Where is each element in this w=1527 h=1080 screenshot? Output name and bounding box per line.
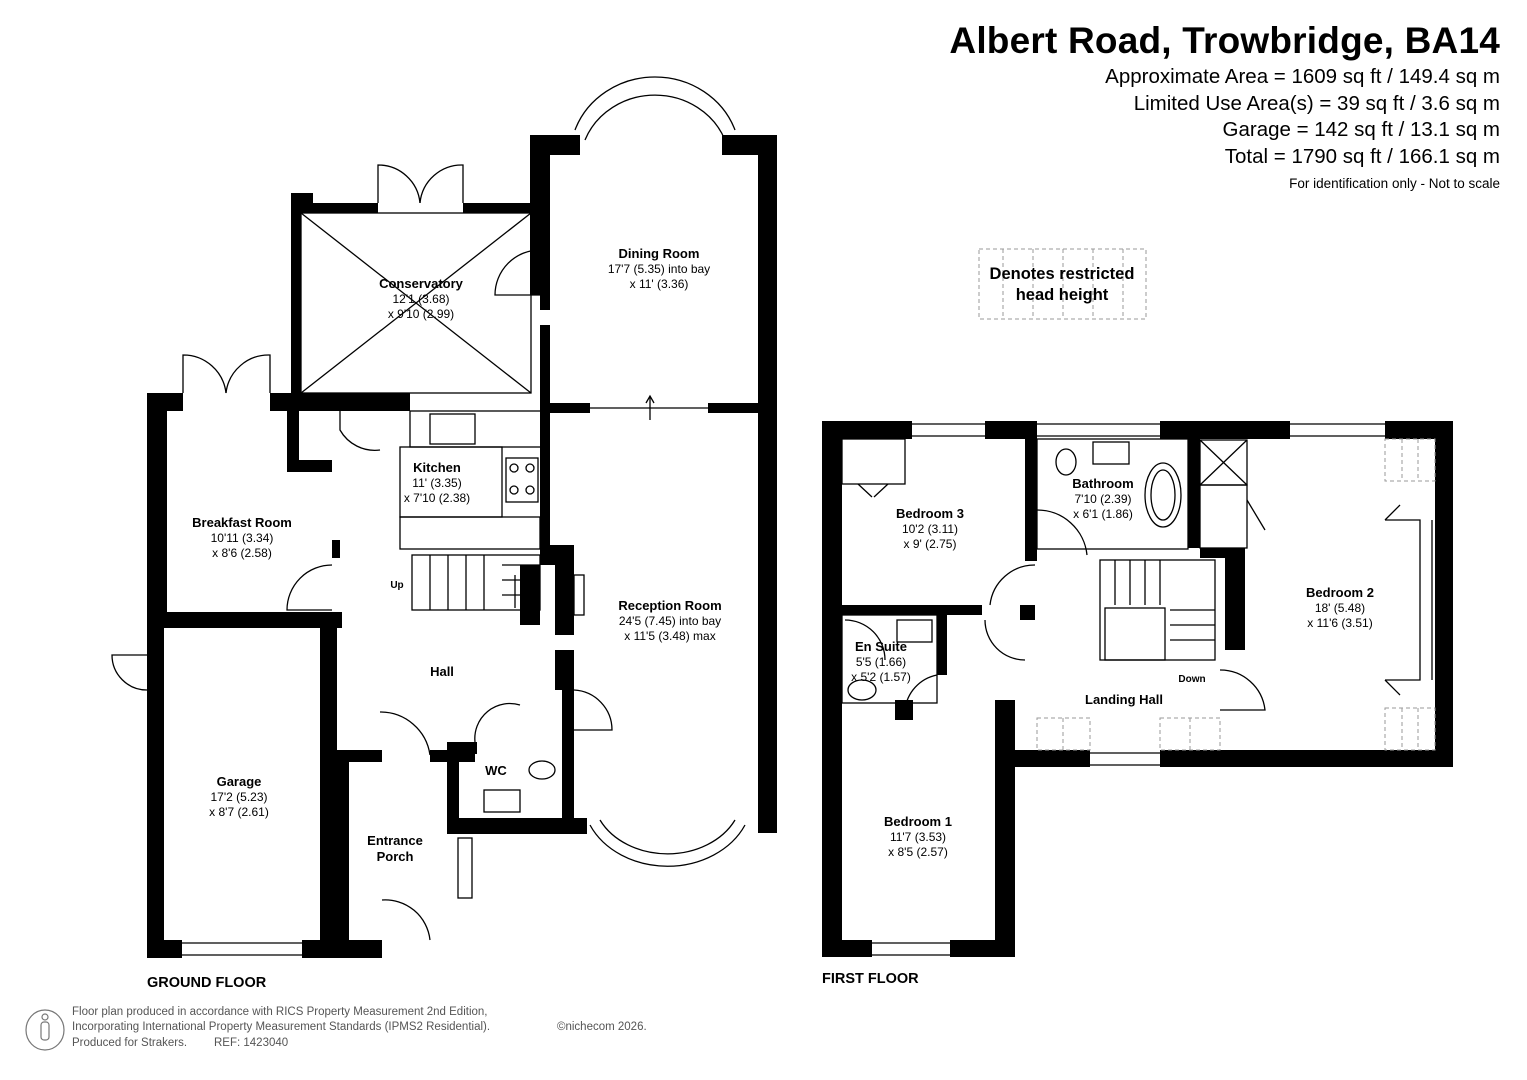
floor-label-ground: GROUND FLOOR	[147, 975, 267, 991]
room-dim-bedroom2-1: 18' (5.48)	[1315, 601, 1365, 615]
room-dim-breakfast-2: x 8'6 (2.58)	[212, 546, 272, 560]
stairs-up-label: Up	[390, 580, 403, 591]
room-name-kitchen: Kitchen	[413, 460, 461, 475]
room-dim-conservatory-1: 12'1 (3.68)	[393, 292, 450, 306]
room-dim-ensuite-2: x 5'2 (1.57)	[851, 670, 911, 684]
room-dim-bedroom3-2: x 9' (2.75)	[904, 537, 957, 551]
room-name-breakfast: Breakfast Room	[192, 515, 292, 530]
room-dim-bathroom-2: x 6'1 (1.86)	[1073, 507, 1133, 521]
ground-floor-plan	[147, 135, 777, 958]
first-room-labels: Bedroom 3 10'2 (3.11) x 9' (2.75) Bathro…	[851, 476, 1374, 859]
room-name-bedroom1: Bedroom 1	[884, 814, 952, 829]
footer-line1: Floor plan produced in accordance with R…	[72, 1006, 488, 1018]
restricted-head-height-areas	[1036, 438, 1436, 751]
room-dim-reception-2: x 11'5 (3.48) max	[624, 629, 715, 643]
footer-copyright: ©nichecom 2026.	[557, 1021, 647, 1033]
room-name-landing: Landing Hall	[1085, 692, 1163, 707]
room-name-hall: Hall	[430, 664, 454, 679]
room-name-dining: Dining Room	[619, 246, 700, 261]
ground-floor-lines	[111, 76, 746, 956]
room-dim-bedroom1-1: 11'7 (3.53)	[890, 830, 946, 844]
room-dim-conservatory-2: x 9'10 (2.99)	[388, 307, 454, 321]
room-dim-ensuite-1: 5'5 (1.66)	[856, 655, 906, 669]
room-dim-bathroom-1: 7'10 (2.39)	[1075, 492, 1132, 506]
person-icon	[25, 1009, 65, 1051]
room-name-conservatory: Conservatory	[379, 276, 464, 291]
footer-ref: REF: 1423040	[214, 1037, 289, 1049]
legend-text-line1: Denotes restricted	[990, 265, 1135, 283]
legend-text-line2: head height	[1016, 286, 1109, 304]
room-name-bedroom3: Bedroom 3	[896, 506, 964, 521]
area-line-garage: Garage = 142 sq ft / 13.1 sq m	[1222, 118, 1500, 141]
scale-note: For identification only - Not to scale	[1289, 176, 1500, 191]
room-name-wc: WC	[485, 763, 507, 778]
room-dim-dining-1: 17'7 (5.35) into bay	[608, 262, 710, 276]
room-dim-kitchen-2: x 7'10 (2.38)	[404, 491, 470, 505]
legend-box	[978, 248, 1147, 320]
room-name-porch-2: Porch	[377, 849, 414, 864]
room-dim-kitchen-1: 11' (3.35)	[412, 476, 461, 490]
area-line-approximate: Approximate Area = 1609 sq ft / 149.4 sq…	[1105, 65, 1500, 88]
area-line-limited-use: Limited Use Area(s) = 39 sq ft / 3.6 sq …	[1133, 92, 1500, 115]
room-dim-bedroom2-2: x 11'6 (3.51)	[1307, 616, 1372, 630]
room-dim-garage-2: x 8'7 (2.61)	[209, 805, 269, 819]
room-name-porch-1: Entrance	[367, 833, 423, 848]
room-dim-breakfast-1: 10'11 (3.34)	[211, 531, 274, 545]
area-line-total: Total = 1790 sq ft / 166.1 sq m	[1224, 145, 1500, 168]
room-dim-bedroom1-2: x 8'5 (2.57)	[888, 845, 948, 859]
footer-line2: Incorporating International Property Mea…	[72, 1021, 491, 1033]
room-dim-garage-1: 17'2 (5.23)	[211, 790, 268, 804]
room-name-bedroom2: Bedroom 2	[1306, 585, 1374, 600]
room-dim-bedroom3-1: 10'2 (3.11)	[902, 522, 958, 536]
ground-room-labels: Dining Room 17'7 (5.35) into bay x 11' (…	[192, 246, 722, 864]
room-name-ensuite: En Suite	[855, 639, 907, 654]
first-floor-lines	[841, 423, 1433, 956]
floor-label-first: FIRST FLOOR	[822, 971, 919, 987]
room-name-bathroom: Bathroom	[1072, 476, 1133, 491]
room-dim-dining-2: x 11' (3.36)	[630, 277, 689, 291]
room-name-reception: Reception Room	[618, 598, 721, 613]
stairs-down-label: Down	[1178, 674, 1205, 685]
page-title: Albert Road, Trowbridge, BA14	[949, 20, 1500, 61]
footer-produced: Produced for Strakers.	[72, 1037, 188, 1049]
first-floor-plan	[822, 421, 1453, 957]
room-name-garage: Garage	[217, 774, 262, 789]
room-dim-reception-1: 24'5 (7.45) into bay	[619, 614, 721, 628]
